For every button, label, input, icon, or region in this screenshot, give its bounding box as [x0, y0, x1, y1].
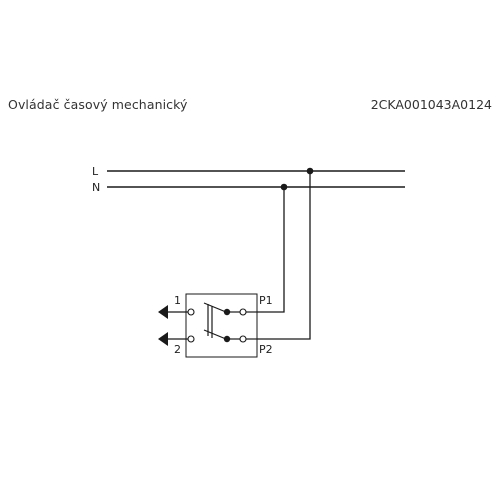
- device-box: [185, 293, 258, 358]
- terminal-1-label: 1: [174, 294, 181, 307]
- terminal-2-label: 2: [174, 343, 181, 356]
- contact-terminal-p2: [239, 335, 247, 343]
- wire-l-to-p2: [257, 171, 311, 340]
- output-arrow-1-icon: [158, 305, 168, 319]
- label-n: N: [92, 181, 100, 194]
- document-title: Ovládač časový mechanický: [8, 97, 188, 112]
- switch-blade-1: [203, 302, 227, 313]
- product-code: 2CKA001043A0124: [370, 97, 492, 112]
- contact-open-1: [187, 308, 195, 316]
- output-arrow-2-icon: [158, 332, 168, 346]
- switch-blade-2: [203, 329, 227, 340]
- port-p1-label: P1: [259, 294, 273, 307]
- wire-n-to-p1: [257, 187, 285, 313]
- contact-terminal-p1: [239, 308, 247, 316]
- port-p2-label: P2: [259, 343, 273, 356]
- label-l: L: [92, 165, 99, 178]
- contact-open-2: [187, 335, 195, 343]
